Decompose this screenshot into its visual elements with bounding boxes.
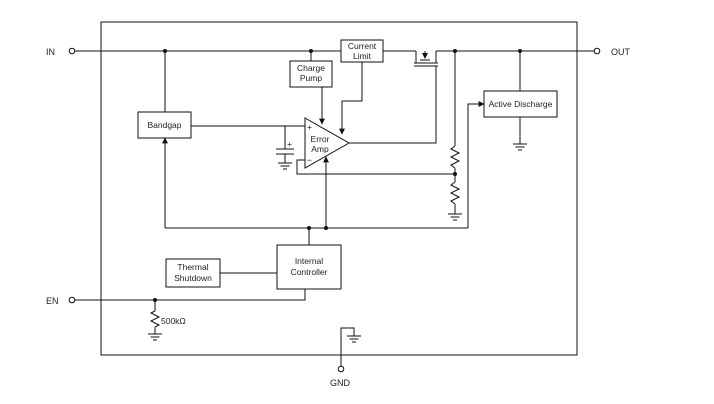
internal-controller-label-line2: Controller <box>291 267 328 277</box>
reference-capacitor: + <box>276 126 294 170</box>
feedback-wire <box>296 159 455 175</box>
pin-out-label: OUT <box>611 47 631 57</box>
thermal-shutdown-label-line1: Thermal <box>177 262 208 272</box>
internal-controller-label-line1: Internal <box>295 256 323 266</box>
internal-controller-block: Internal Controller <box>276 244 342 290</box>
enable-input: 500kΩ <box>75 289 306 341</box>
pin-en: EN <box>46 296 76 306</box>
error-amp-label-line1: Error <box>311 134 330 144</box>
pin-in: IN <box>46 47 76 57</box>
current-limit-block: Current Limit <box>340 39 384 63</box>
charge-pump-label-line1: Charge <box>297 63 325 73</box>
gate-drive-wire <box>349 66 437 144</box>
ground-connection <box>340 327 361 366</box>
charge-pump-label-line2: Pump <box>300 73 322 83</box>
active-discharge-block: Active Discharge <box>483 90 558 118</box>
active-discharge-ground <box>513 117 527 151</box>
bandgap-block: Bandgap <box>137 111 192 139</box>
current-limit-label-line2: Limit <box>353 51 372 61</box>
error-amp-minus-sign: − <box>307 155 312 165</box>
capacitor-plus-sign: + <box>287 139 292 149</box>
pin-en-label: EN <box>46 296 59 306</box>
error-amp-label-line2: Amp <box>311 144 329 154</box>
pin-gnd: GND <box>330 365 351 388</box>
ic-boundary <box>100 21 578 356</box>
bandgap-label: Bandgap <box>147 120 181 130</box>
in-rail <box>75 49 594 53</box>
pin-out: OUT <box>593 47 631 57</box>
error-amp: + − Error Amp <box>304 117 351 169</box>
pin-in-label: IN <box>46 47 55 57</box>
control-bus <box>162 101 485 245</box>
current-limit-label-line1: Current <box>348 41 377 51</box>
error-amp-plus-sign: + <box>307 122 312 132</box>
active-discharge-label: Active Discharge <box>489 99 553 109</box>
thermal-shutdown-label-line2: Shutdown <box>174 273 212 283</box>
current-limit-wire <box>339 62 363 135</box>
pulldown-resistor-label: 500kΩ <box>161 316 186 326</box>
charge-pump-block: Charge Pump <box>289 60 333 88</box>
pass-mosfet <box>414 51 438 67</box>
feedback-divider <box>448 51 462 221</box>
pin-gnd-label: GND <box>330 378 351 388</box>
thermal-shutdown-block: Thermal Shutdown <box>165 258 221 288</box>
